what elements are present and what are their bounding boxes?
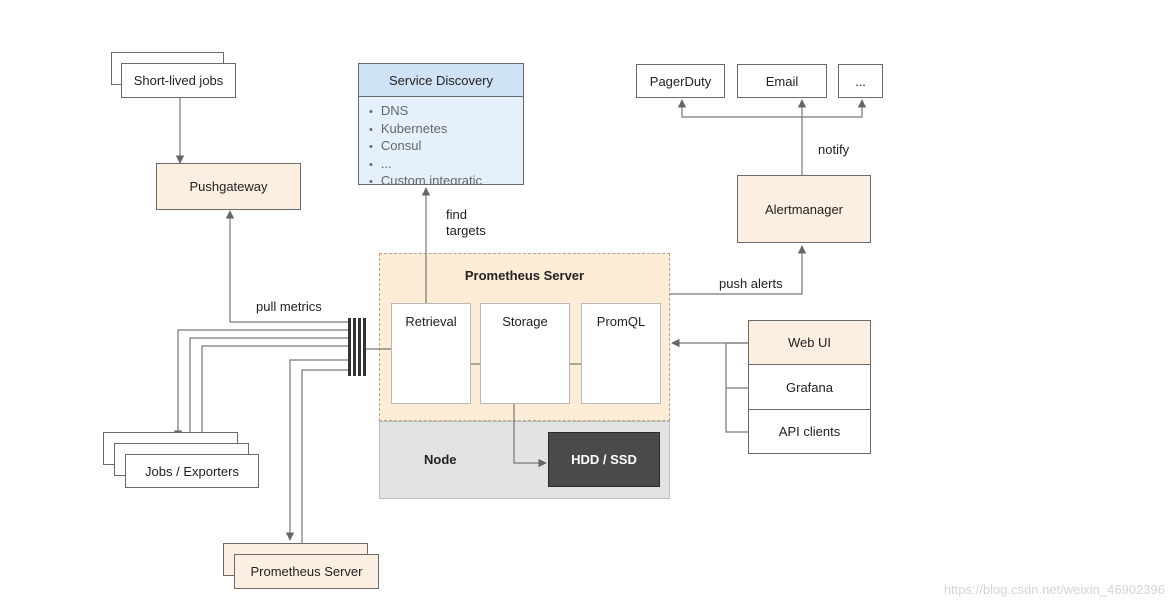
- more-receivers-label: ...: [855, 73, 866, 89]
- pull-metrics-label: pull metrics: [256, 299, 322, 314]
- push-alerts-label: push alerts: [719, 276, 783, 291]
- edge-pull-pushgateway: [225, 210, 348, 323]
- node-label: Node: [424, 452, 457, 467]
- email-label: Email: [765, 73, 799, 89]
- alertmanager-node: Alertmanager: [737, 175, 871, 243]
- grafana-node: Grafana: [748, 364, 871, 410]
- hdd-ssd-label: HDD / SSD: [571, 452, 637, 467]
- pushgateway-node: Pushgateway: [156, 163, 301, 210]
- promql-label: PromQL: [596, 314, 646, 329]
- prometheus-server-federated-label: Prometheus Server: [250, 564, 363, 579]
- edge-pull-exporters-2: [185, 337, 348, 443]
- sd-item-kubernetes: Kubernetes: [369, 121, 523, 139]
- edge-pull-exporters-3: [197, 345, 348, 454]
- prometheus-server-federated-node: Prometheus Server: [234, 554, 379, 589]
- jobs-exporters-node: Jobs / Exporters: [125, 454, 259, 488]
- sd-item-consul: Consul: [369, 138, 523, 156]
- edge-pull-prom-2: [297, 369, 348, 553]
- web-ui-node: Web UI: [748, 320, 871, 365]
- api-clients-label: API clients: [778, 424, 841, 439]
- service-discovery-list: DNS Kubernetes Consul ... Custom integra…: [359, 103, 523, 184]
- promql-component: PromQL: [581, 303, 661, 404]
- retrieval-label: Retrieval: [405, 314, 457, 329]
- edge-push-alerts: [670, 245, 807, 295]
- sd-item-custom: Custom integratic: [369, 173, 523, 184]
- jobs-exporters-label: Jobs / Exporters: [145, 463, 239, 479]
- edge-pull-exporters-1: [173, 329, 348, 439]
- api-clients-node: API clients: [748, 409, 871, 454]
- watermark-text: https://blog.csdn.net/weixin_46902396: [943, 582, 1165, 597]
- collector-connector: [348, 318, 366, 376]
- short-lived-jobs-node: Short-lived jobs: [121, 63, 236, 98]
- edge-pull-prom-1: [285, 359, 348, 541]
- service-discovery-node: Service Discovery DNS Kubernetes Consul …: [358, 63, 524, 185]
- prometheus-server-title: Prometheus Server: [464, 268, 585, 283]
- hdd-ssd-node: HDD / SSD: [548, 432, 660, 487]
- short-lived-jobs-label: Short-lived jobs: [133, 73, 224, 88]
- storage-label: Storage: [502, 314, 548, 329]
- edge-notify-branch: [677, 99, 867, 118]
- grafana-label: Grafana: [786, 379, 833, 395]
- storage-component: Storage: [480, 303, 570, 404]
- service-discovery-title: Service Discovery: [359, 64, 523, 97]
- sd-item-ellipsis: ...: [369, 156, 523, 174]
- web-ui-label: Web UI: [787, 335, 832, 350]
- pagerduty-label: PagerDuty: [649, 73, 712, 89]
- pushgateway-label: Pushgateway: [189, 179, 268, 194]
- retrieval-component: Retrieval: [391, 303, 471, 404]
- email-node: Email: [737, 64, 827, 98]
- alertmanager-label: Alertmanager: [764, 201, 844, 217]
- sd-item-dns: DNS: [369, 103, 523, 121]
- pagerduty-node: PagerDuty: [636, 64, 725, 98]
- find-targets-label: find targets: [446, 207, 486, 238]
- notify-label: notify: [818, 142, 850, 157]
- more-receivers-node: ...: [838, 64, 883, 98]
